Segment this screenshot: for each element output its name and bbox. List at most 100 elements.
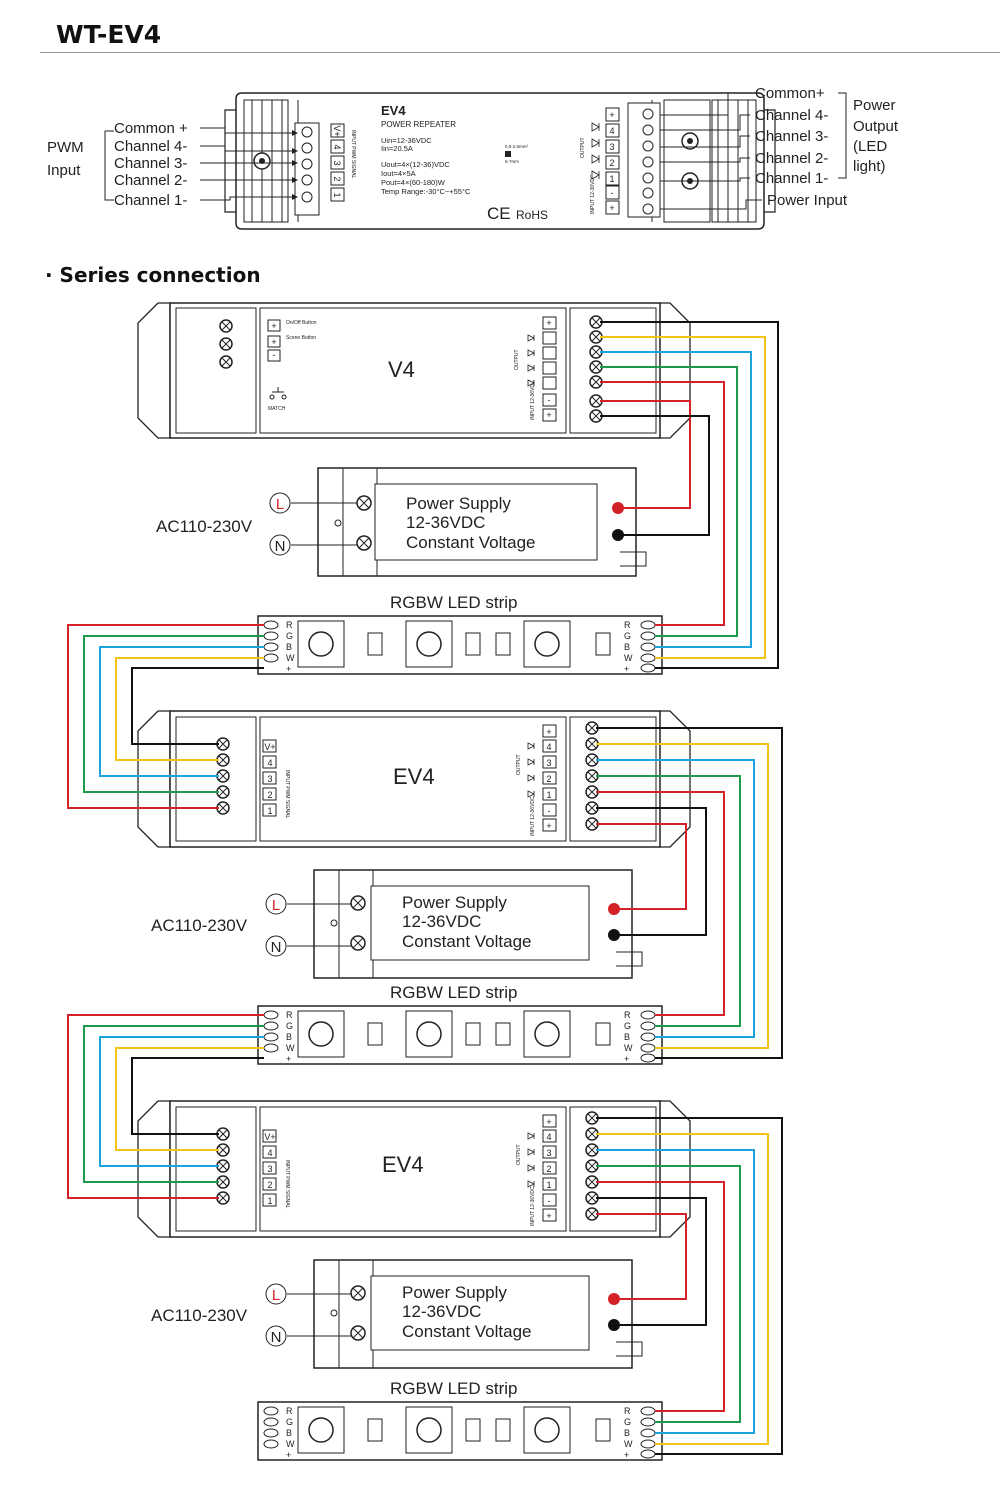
top-output-pin-4: 4 [609,126,614,136]
wire-ev4-2-b [596,759,755,1038]
ev4-3-out-4: 4 [546,1132,551,1142]
v4-output-label: OUTPUT [514,349,520,370]
top-device-callouts [104,92,847,210]
ac2-L: L [272,897,280,914]
v4-name: V4 [388,357,415,382]
wire-v4-common [600,321,779,669]
right-label-ch2: Channel 2- [755,150,828,167]
top-output-leds [591,122,600,180]
wire-v4-g [600,366,738,637]
left-label-ch3: Channel 3- [114,155,187,172]
ev4-unit-2: EV4 V+ 4 3 2 1 + 4 3 2 1 - + INPUT PWM S… [137,710,691,848]
v4-controller: + + - On/Off Button Scene Button MATCH V… [137,302,691,439]
wire-ev4-3-r [596,1181,725,1412]
svg-text:+: + [546,410,551,420]
ev4-2-in-3: 3 [267,774,272,784]
ev4-3-input-power-label: INPUT 12-36VDC [530,1186,536,1226]
ev4-3-in-4: 4 [267,1148,272,1158]
strip2-pin-W-left: W [286,1043,295,1053]
wire-ev4-3-w [596,1133,769,1445]
strip1-pin-R-right: R [624,620,631,630]
power-output-label-3: (LED [853,138,887,155]
wire-ev4-3-power-pos [596,1213,687,1300]
wire-v4-power-neg [600,415,710,536]
wire-note-1: 0.5-2.5mm² [505,144,529,149]
v4-scene-label: Scene Button [286,335,316,341]
wire-v4-r [600,381,725,626]
ps1-line3: Constant Voltage [406,533,535,552]
top-input-pins: V+ 4 3 2 1 [330,123,345,202]
page-title: WT-EV4 [56,20,162,49]
ps2-line3: Constant Voltage [402,932,531,951]
top-input-pin-2: 2 [332,176,342,181]
svg-text:+: + [546,318,551,328]
ev4-2-out-1: 1 [546,790,551,800]
strip1-pin-B-right: B [624,642,630,652]
wire-v4-w [600,336,766,659]
top-spec-1: Uin=12-36VDC [381,136,432,145]
top-callout-arrows [292,130,298,200]
top-output-pin-plus: + [609,110,614,120]
section-title: · Series connection [45,263,261,287]
power-supply-3: Power Supply 12-36VDC Constant Voltage [313,1259,643,1369]
wire-ev4-3-common-in [131,1057,264,1135]
rohs-mark: RoHS [516,208,548,222]
wire-strip2-r-to-ev4-3 [67,1014,264,1199]
ev4-3-out-1: 1 [546,1180,551,1190]
strip2-pin-W-right: W [624,1043,633,1053]
wire-ev4-3-g [596,1165,741,1423]
ps3-line1: Power Supply [402,1283,507,1302]
strip1-pin-G-right: G [624,631,631,641]
ev4-3-in-1: 1 [267,1196,272,1206]
top-output-pins: + 4 3 2 1 - + [605,107,620,215]
ev4-3-out-plus-in: + [546,1211,551,1221]
ev4-3-out-2: 2 [546,1164,551,1174]
ev4-3-out-plus: + [546,1117,551,1127]
wire-ev4-2-r [596,791,725,1016]
wire-ev4-2-power-pos [596,823,687,910]
left-label-ch2: Channel 2- [114,172,187,189]
top-spec-5: Pout=4×(60-180)W [381,178,446,187]
ev4-3-out-3: 3 [546,1148,551,1158]
strip3-pin-G-left: G [286,1417,293,1427]
wire-strip1-b-to-ev4-2 [99,646,264,777]
ps2-line1: Power Supply [402,893,507,912]
wire-v4-power-pos [600,400,691,509]
power-supply-1: Power Supply 12-36VDC Constant Voltage [317,467,647,577]
strip2-pin-plus-right: + [624,1054,629,1064]
wire-strip1-g-to-ev4-2 [83,635,264,793]
strip3-pin-W-right: W [624,1439,633,1449]
right-label-ch1: Channel 1- [755,170,828,187]
ev4-2-in-1: 1 [267,806,272,816]
ps2-line2: 12-36VDC [402,912,481,931]
power-supply-2: Power Supply 12-36VDC Constant Voltage [313,869,643,979]
wire-ev4-2-common-in [131,667,264,745]
strip1-pin-W-right: W [624,653,633,663]
ev4-2-in-4: 4 [267,758,272,768]
top-input-pin-4: 4 [332,144,342,149]
strip2-pin-G-left: G [286,1021,293,1031]
ev4-2-output-label: OUTPUT [516,754,522,775]
ev4-2-out-plus: + [546,727,551,737]
ps3-line3: Constant Voltage [402,1322,531,1341]
ev4-2-out-plus-in: + [546,821,551,831]
top-output-pin-minus: - [611,188,614,198]
strip3-pin-W-left: W [286,1439,295,1449]
wire-ev4-3-common [596,1117,783,1455]
wire-ev4-2-common [596,727,783,1059]
strip1-pin-plus-left: + [286,664,291,674]
title-divider [40,52,1000,53]
top-output-pin-3: 3 [609,142,614,152]
top-input-pin-3: 3 [332,160,342,165]
ev4-3-output-label: OUTPUT [516,1144,522,1165]
top-input-pin-1: 1 [332,192,342,197]
ev4-unit-3: EV4 V+ 4 3 2 1 + 4 3 2 1 - + INPUT PWM S… [137,1100,691,1238]
ps3-line2: 12-36VDC [402,1302,481,1321]
strip2-pin-R-left: R [286,1010,293,1020]
strip2-pin-G-right: G [624,1021,631,1031]
power-output-label-4: light) [853,158,886,175]
pwm-input-label-1: PWM [47,139,84,156]
right-label-common: Common+ [755,85,825,102]
svg-text:+: + [271,337,276,347]
wire-strip1-w-to-ev4-2 [115,657,264,761]
